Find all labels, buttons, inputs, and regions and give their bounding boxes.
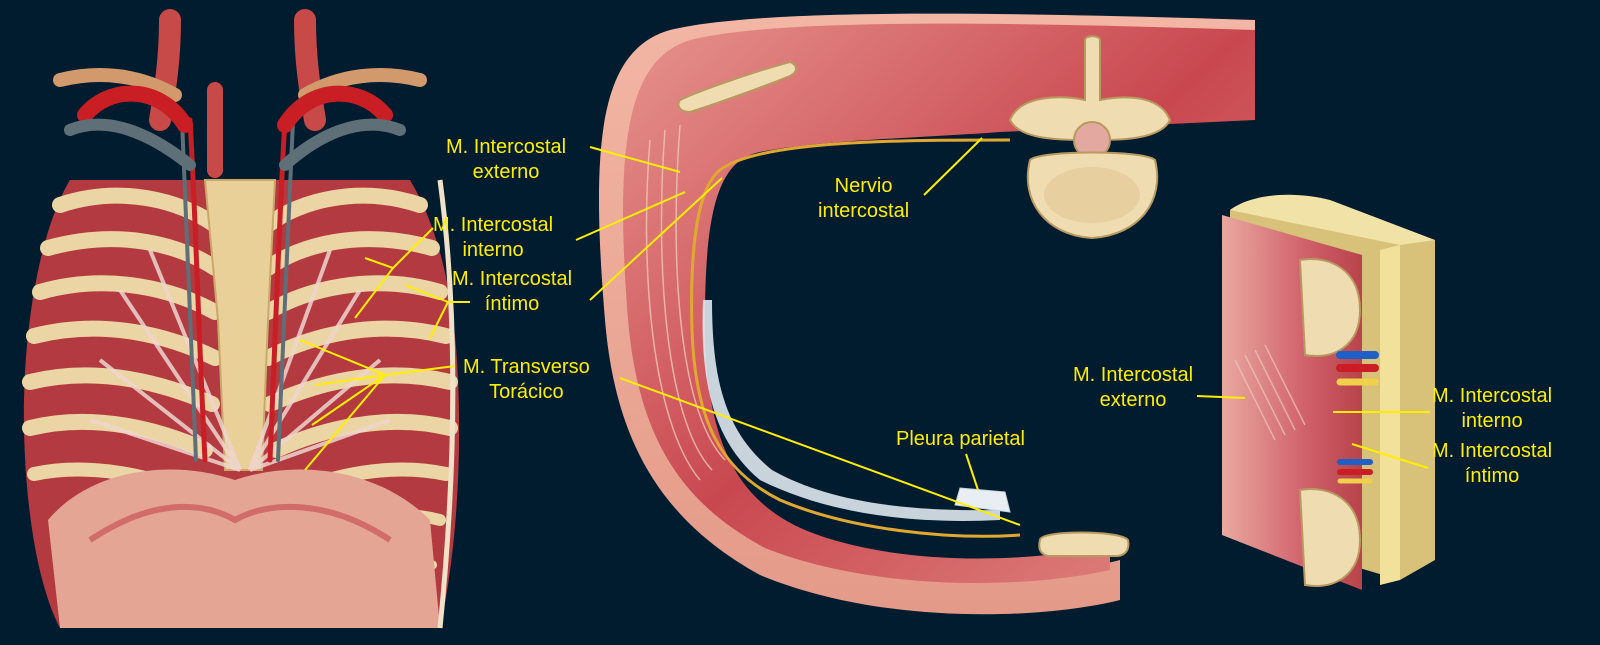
leader-pleura [965,453,979,491]
label-intercostal-interno-left: M. Intercostal interno [433,214,554,261]
leader-transverso-left [299,339,456,471]
leader-intimo-mid [589,177,723,301]
block-vessels [1336,351,1379,484]
rib-section-sternal [1038,531,1130,557]
intercostal-nerve-path [690,138,1021,538]
thoracic-wall-anterior [22,9,460,629]
label-pleura-parietal: Pleura parietal [896,428,1025,450]
thoracic-wall-cross-section [598,13,1255,615]
leader-externo-mid [589,146,681,173]
label-intercostal-externo-middle: M. Intercostal externo [446,136,567,183]
block-fibres [1234,344,1306,441]
leader-externo-right [1196,395,1246,399]
leader-nervio [923,137,983,196]
rib-section-lateral [677,60,797,114]
label-intercostal-interno-right: M. Intercostal interno [1432,385,1553,432]
great-vessels [53,9,427,178]
label-nervio-intercostal: Nervio intercostal [818,175,910,222]
block-lower-rib [1298,488,1362,587]
intercostal-space-block [1222,194,1435,590]
label-transverso-toracico: M. Transverso Torácico [463,356,590,403]
label-intercostal-intimo-right: M. Intercostal íntimo [1432,440,1553,487]
leader-intimo-right [1351,443,1429,469]
sternum [203,179,277,471]
label-intercostal-externo-right: M. Intercostal externo [1073,364,1194,411]
leader-lines [299,137,1430,526]
vertebra [1008,35,1172,240]
label-intercostal-intimo-left: M. Intercostal íntimo [452,268,573,315]
pleura-flap [954,487,1011,513]
muscle-layer-lines [645,124,726,481]
intercostal-muscle-layer [623,23,1255,583]
leader-interno-mid [575,191,686,241]
leader-transverso-mid [619,377,1021,526]
block-upper-rib [1298,258,1362,357]
diaphragm [48,469,440,628]
